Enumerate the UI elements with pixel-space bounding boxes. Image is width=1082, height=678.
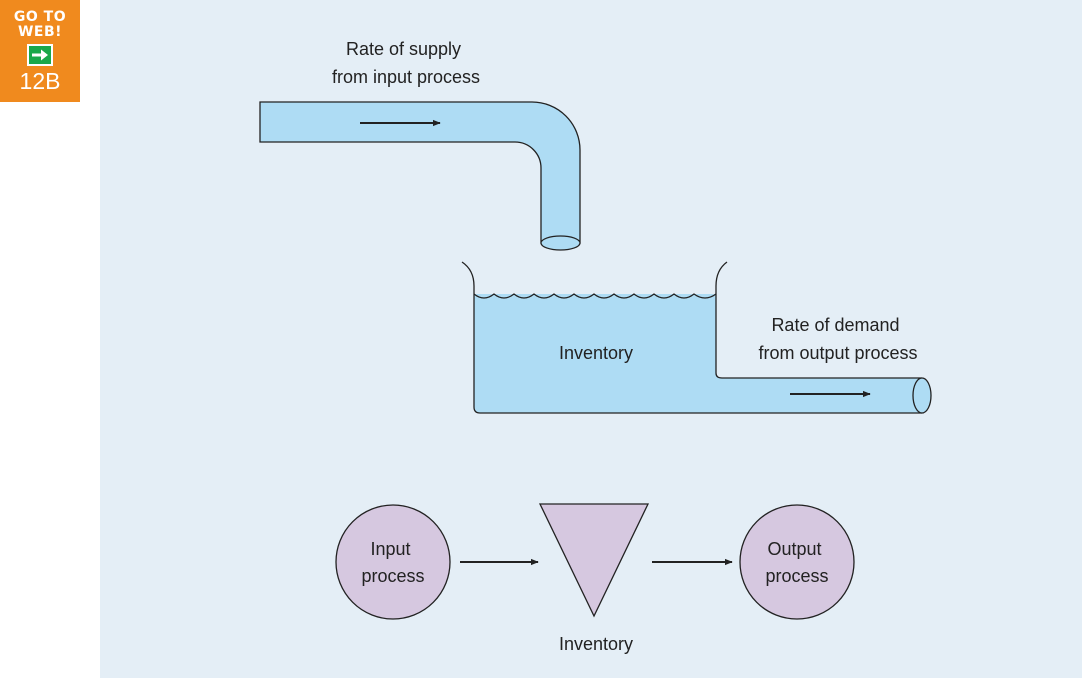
- output-process-label-line-1: Output: [767, 539, 821, 559]
- supply-pipe-outlet: [540, 235, 581, 251]
- tank-right-wall: [715, 261, 922, 379]
- input-process-label: Input process: [361, 539, 424, 586]
- supply-label: Rate of supply from input process: [332, 39, 480, 87]
- inventory-triangle-node: [538, 503, 650, 618]
- input-process-label-line-1: Input: [370, 539, 410, 559]
- right-arrow-icon: [27, 44, 53, 66]
- input-process-label-line-2: process: [361, 566, 424, 586]
- tank-water: [474, 294, 922, 413]
- inventory-node-label: Inventory: [559, 634, 633, 654]
- badge-code: 12B: [19, 68, 61, 94]
- supply-pipe: [259, 101, 581, 244]
- supply-label-line-1: Rate of supply: [346, 39, 461, 59]
- tank-wall: [461, 261, 922, 414]
- supply-label-line-2: from input process: [332, 67, 480, 87]
- water-surface: [473, 293, 717, 299]
- go-to-web-badge[interactable]: GO TO WEB! 12B: [0, 0, 80, 102]
- demand-label-line-2: from output process: [758, 343, 917, 363]
- output-process-node: [739, 504, 855, 620]
- demand-label: Rate of demand from output process: [758, 315, 917, 363]
- tank-label: Inventory: [559, 343, 633, 363]
- input-process-node: [335, 504, 451, 620]
- output-process-label-line-2: process: [765, 566, 828, 586]
- output-process-label: Output process: [765, 539, 828, 586]
- demand-label-line-1: Rate of demand: [771, 315, 899, 335]
- output-pipe-end: [912, 377, 932, 414]
- badge-line-1: GO TO: [13, 9, 67, 25]
- badge-line-2: WEB!: [17, 24, 63, 40]
